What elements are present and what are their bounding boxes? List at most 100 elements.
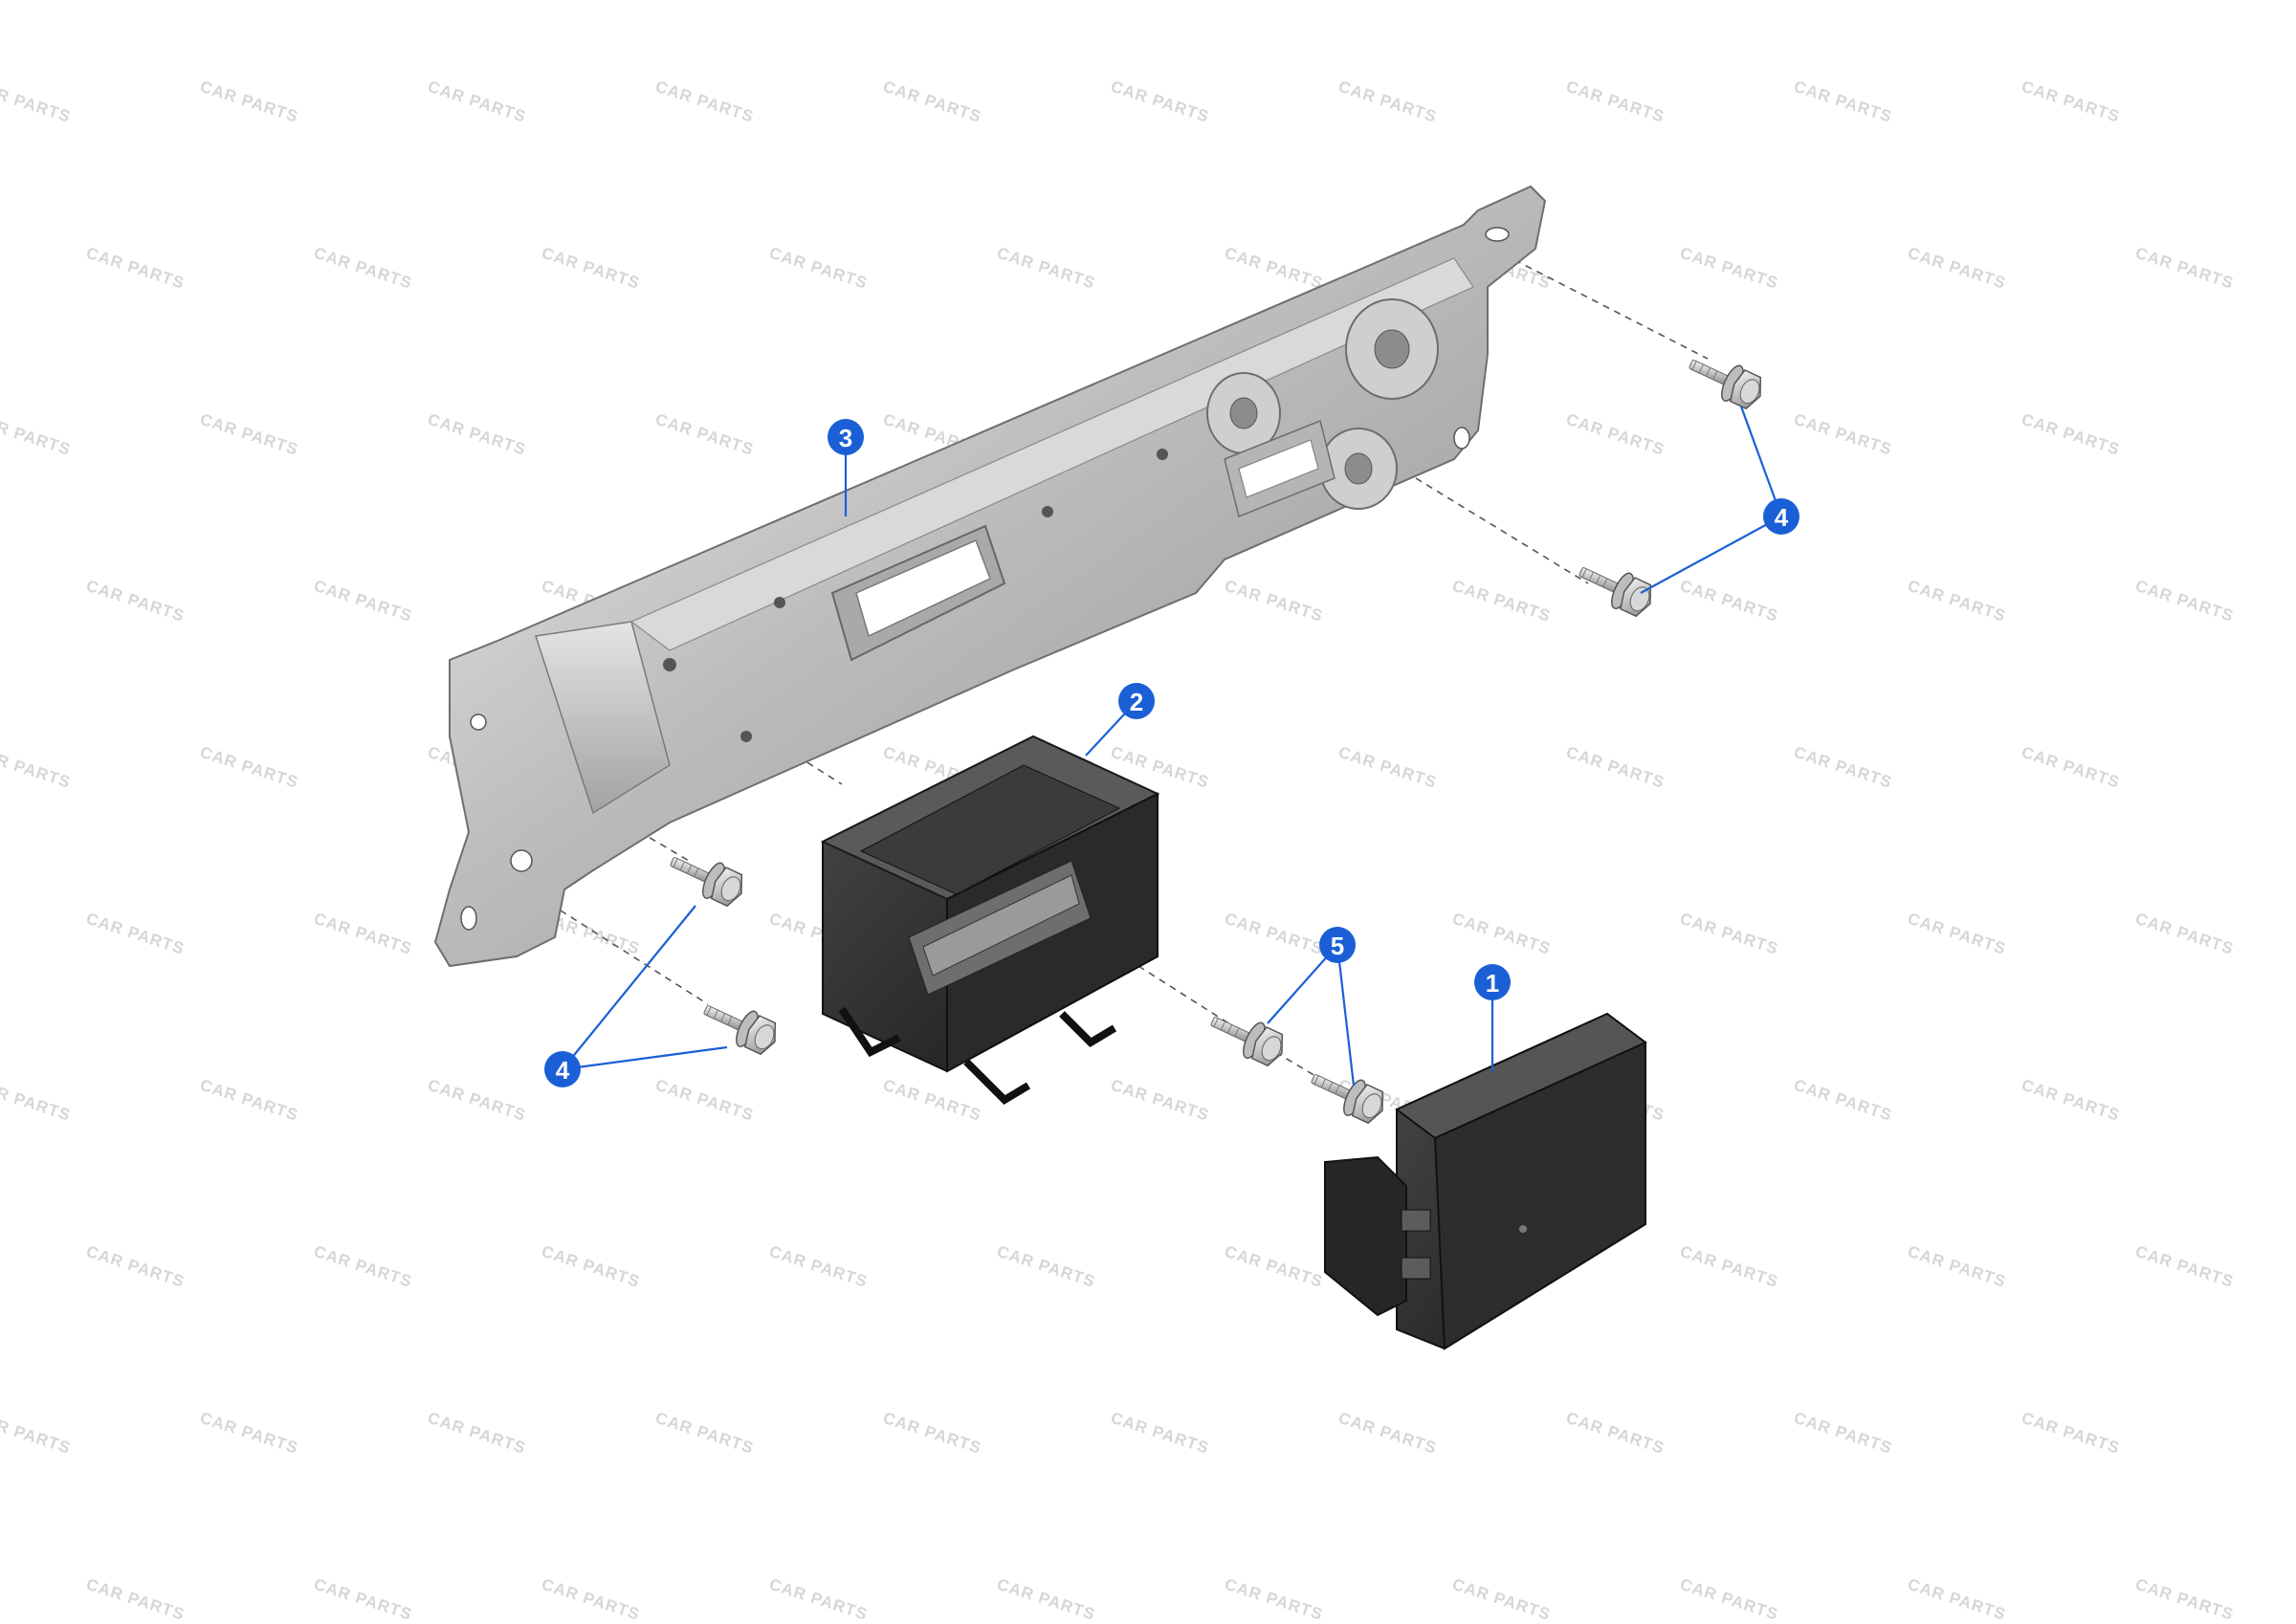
watermark-text: CAR PARTS	[198, 1409, 301, 1458]
watermark-text: CAR PARTS	[1109, 77, 1212, 126]
watermark-text: CAR PARTS	[198, 77, 301, 126]
callout-4-bottom[interactable]: 4	[544, 1051, 581, 1087]
watermark-text: CAR PARTS	[312, 910, 415, 958]
watermark-text: CAR PARTS	[540, 244, 643, 293]
watermark-text: CAR PARTS	[1678, 910, 1781, 958]
callout-2-label: 2	[1130, 688, 1143, 716]
watermark-text: CAR PARTS	[2020, 1409, 2123, 1458]
callout-5[interactable]: 5	[1319, 927, 1356, 963]
watermark-text: CAR PARTS	[1906, 1575, 2009, 1624]
watermark-text: CAR PARTS	[1223, 910, 1326, 958]
flange-bolt-top-2	[1572, 553, 1660, 623]
watermark-text: CAR PARTS	[2133, 244, 2237, 293]
watermark-text: CAR PARTS	[426, 1076, 529, 1125]
watermark-text: CAR PARTS	[995, 1575, 1098, 1624]
watermark-text: CAR PARTS	[1678, 1242, 1781, 1291]
watermark-text: CAR PARTS	[1792, 410, 1895, 459]
watermark-text: CAR PARTS	[426, 1409, 529, 1458]
watermark-text: CAR PARTS	[1109, 1409, 1212, 1458]
watermark-text: CAR PARTS	[2020, 1076, 2123, 1125]
watermark-text: CAR PARTS	[1906, 577, 2009, 625]
watermark-text: CAR PARTS	[1336, 743, 1440, 792]
watermark-text: CAR PARTS	[0, 77, 73, 126]
watermark-text: CAR PARTS	[1223, 1575, 1326, 1624]
watermark-text: CAR PARTS	[2133, 1242, 2237, 1291]
watermark-text: CAR PARTS	[2020, 77, 2123, 126]
watermark-text: CAR PARTS	[198, 743, 301, 792]
watermark-text: CAR PARTS	[84, 577, 188, 625]
watermark-text: CAR PARTS	[767, 244, 871, 293]
callout-1-label: 1	[1486, 969, 1499, 998]
callout-1[interactable]: 1	[1474, 964, 1511, 1000]
watermark-text: CAR PARTS	[312, 577, 415, 625]
watermark-text: CAR PARTS	[426, 77, 529, 126]
watermark-text: CAR PARTS	[1678, 1575, 1781, 1624]
watermark-text: CAR PARTS	[1564, 1409, 1667, 1458]
watermark-text: CAR PARTS	[540, 1242, 643, 1291]
watermark-text: CAR PARTS	[653, 1409, 757, 1458]
watermark-text: CAR PARTS	[767, 1575, 871, 1624]
callout-4-top[interactable]: 4	[1763, 498, 1799, 535]
watermark-text: CAR PARTS	[1223, 244, 1326, 293]
watermark-text: CAR PARTS	[1564, 743, 1667, 792]
watermark-text: CAR PARTS	[1678, 244, 1781, 293]
watermark-text: CAR PARTS	[653, 410, 757, 459]
watermark-text: CAR PARTS	[1792, 1409, 1895, 1458]
watermark-text: CAR PARTS	[1223, 577, 1326, 625]
watermark-text: CAR PARTS	[0, 1409, 73, 1458]
watermark-text: CAR PARTS	[653, 1076, 757, 1125]
flange-bolt-center-2	[1304, 1060, 1392, 1130]
watermark-text: CAR PARTS	[653, 77, 757, 126]
watermark-text: CAR PARTS	[1450, 1575, 1554, 1624]
watermark-text: CAR PARTS	[198, 1076, 301, 1125]
watermark-text: CAR PARTS	[2020, 410, 2123, 459]
watermark-text: CAR PARTS	[540, 1575, 643, 1624]
watermark-text: CAR PARTS	[1906, 1242, 2009, 1291]
watermark-text: CAR PARTS	[0, 743, 73, 792]
watermark-text: CAR PARTS	[1223, 1242, 1326, 1291]
watermark-text: CAR PARTS	[198, 410, 301, 459]
watermark-text: CAR PARTS	[1564, 410, 1667, 459]
watermark-text: CAR PARTS	[2133, 910, 2237, 958]
watermark-text: CAR PARTS	[312, 244, 415, 293]
control-module	[1324, 1012, 1647, 1350]
watermark-text: CAR PARTS	[1792, 77, 1895, 126]
watermark-text: CAR PARTS	[881, 1409, 984, 1458]
connector-housing	[820, 735, 1160, 1106]
watermark-text: CAR PARTS	[84, 244, 188, 293]
watermark-text: CAR PARTS	[312, 1242, 415, 1291]
callout-3-label: 3	[839, 424, 852, 452]
watermark-text: CAR PARTS	[1906, 910, 2009, 958]
watermark-text: CAR PARTS	[995, 1242, 1098, 1291]
callout-2[interactable]: 2	[1118, 683, 1155, 719]
watermark-text: CAR PARTS	[1336, 1409, 1440, 1458]
callout-4-bottom-label: 4	[556, 1056, 570, 1085]
watermark-text: CAR PARTS	[1450, 577, 1554, 625]
watermark-text: CAR PARTS	[1336, 77, 1440, 126]
watermark-text: CAR PARTS	[84, 910, 188, 958]
watermark-text: CAR PARTS	[1450, 910, 1554, 958]
watermark-text: CAR PARTS	[767, 1242, 871, 1291]
watermark-text: CAR PARTS	[84, 1242, 188, 1291]
watermark-text: CAR PARTS	[1906, 244, 2009, 293]
watermark-text: CAR PARTS	[426, 410, 529, 459]
watermark-text: CAR PARTS	[2133, 577, 2237, 625]
watermark-text: CAR PARTS	[2020, 743, 2123, 792]
watermark-text: CAR PARTS	[1564, 77, 1667, 126]
watermark-text: CAR PARTS	[995, 244, 1098, 293]
watermark-text: CAR PARTS	[312, 1575, 415, 1624]
watermark-text: CAR PARTS	[881, 77, 984, 126]
callout-3[interactable]: 3	[828, 419, 864, 455]
watermark-text: CAR PARTS	[1109, 1076, 1212, 1125]
flange-bolt-left-1	[663, 843, 751, 912]
callout-5-label: 5	[1331, 932, 1344, 960]
watermark-text: CAR PARTS	[0, 410, 73, 459]
watermark-text: CAR PARTS	[1792, 1076, 1895, 1125]
watermark-text: CAR PARTS	[84, 1575, 188, 1624]
watermark-text: CAR PARTS	[2133, 1575, 2237, 1624]
watermark-text: CAR PARTS	[1792, 743, 1895, 792]
callout-4-top-label: 4	[1775, 503, 1789, 532]
watermark-text: CAR PARTS	[1678, 577, 1781, 625]
flange-bolt-top-1	[1682, 345, 1770, 415]
